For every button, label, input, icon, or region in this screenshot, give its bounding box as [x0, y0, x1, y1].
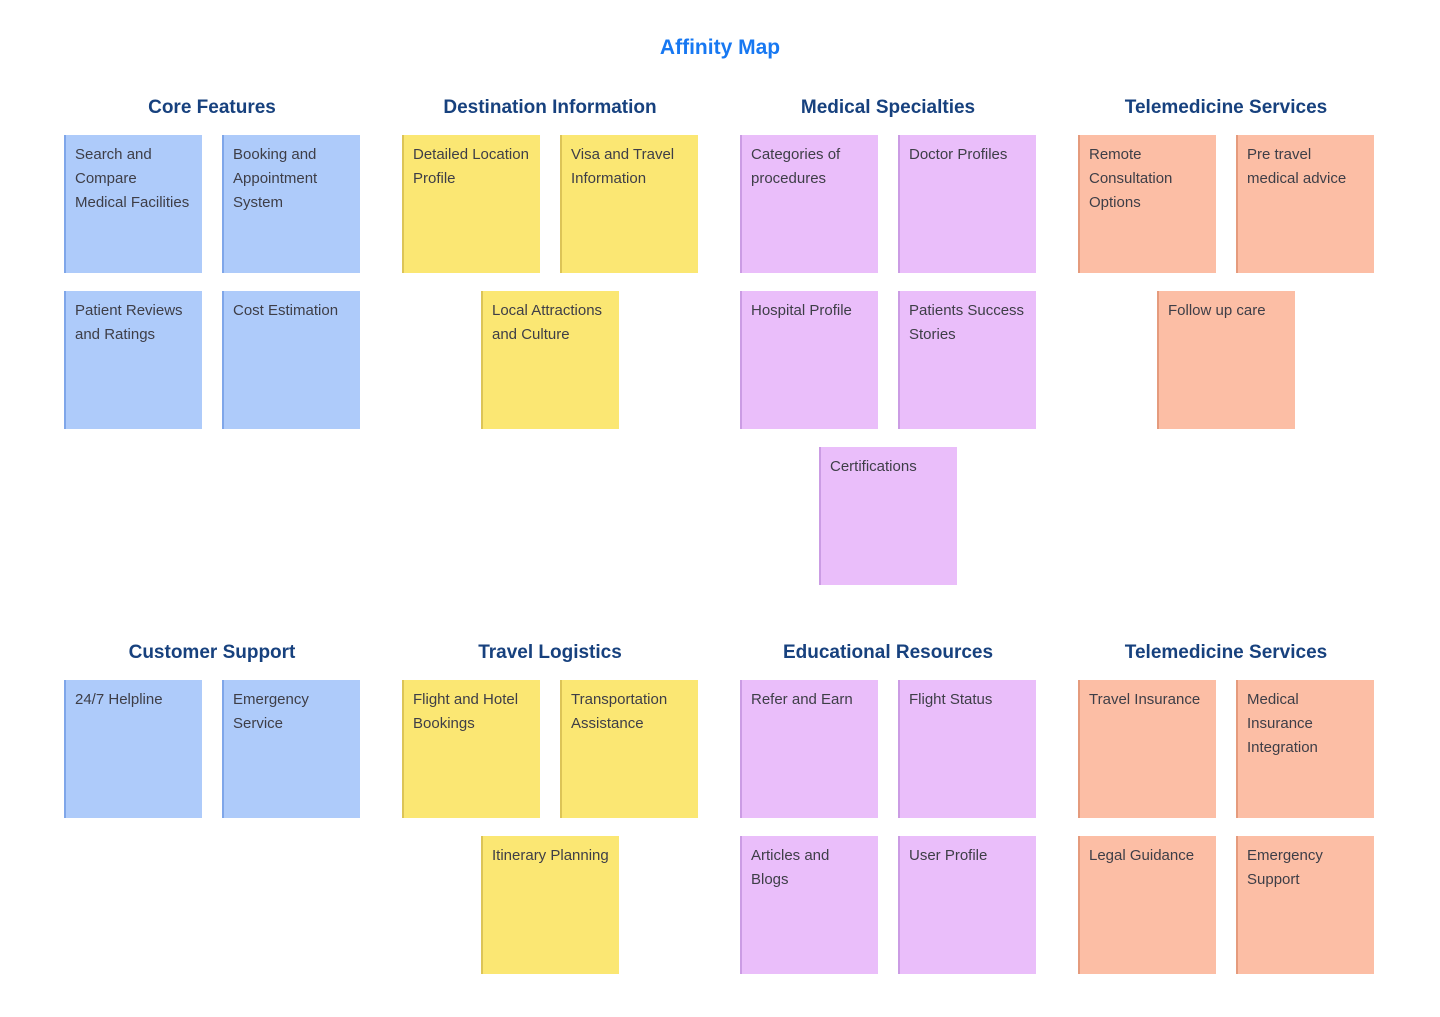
sticky-note-text: Cost Estimation: [233, 302, 339, 319]
sticky-note-text: Pre travel medical advice: [1247, 146, 1347, 187]
group-notes: Remote Consultation Options Pre travel m…: [1078, 135, 1374, 429]
sticky-note[interactable]: Follow up care: [1157, 291, 1295, 429]
sticky-note-text: Booking and Appointment System: [233, 146, 318, 211]
sticky-note-text: Flight Status: [909, 691, 993, 708]
sticky-note[interactable]: Certifications: [819, 447, 957, 585]
sticky-note[interactable]: Emergency Service: [222, 680, 360, 818]
group-notes: Flight and Hotel Bookings Transportation…: [402, 680, 698, 974]
group-title: Telemedicine Services: [1124, 642, 1328, 663]
sticky-note[interactable]: Patients Success Stories: [898, 291, 1036, 429]
sticky-note-text: Emergency Support: [1247, 847, 1323, 888]
affinity-group: Customer Support 24/7 Helpline Emergency…: [64, 641, 360, 818]
sticky-note-text: Transportation Assistance: [571, 691, 668, 732]
sticky-note-text: Local Attractions and Culture: [492, 302, 603, 343]
sticky-note-text: Travel Insurance: [1089, 691, 1201, 708]
sticky-note[interactable]: Flight Status: [898, 680, 1036, 818]
sticky-note-text: Flight and Hotel Bookings: [413, 691, 519, 732]
sticky-note-text: Hospital Profile: [751, 302, 852, 319]
group-title: Telemedicine Services: [1124, 97, 1328, 118]
sticky-note-text: User Profile: [909, 847, 988, 864]
group-notes: Travel Insurance Medical Insurance Integ…: [1078, 680, 1374, 974]
affinity-group: Medical Specialties Categories of proced…: [740, 96, 1036, 585]
sticky-note[interactable]: Categories of procedures: [740, 135, 878, 273]
sticky-note-text: Follow up care: [1168, 302, 1266, 319]
sticky-note-text: Itinerary Planning: [492, 847, 609, 864]
affinity-group: Telemedicine Services Remote Consultatio…: [1078, 96, 1374, 429]
group-notes: Categories of procedures Doctor Profiles…: [740, 135, 1036, 585]
sticky-note-text: Visa and Travel Information: [571, 146, 675, 187]
sticky-note[interactable]: Detailed Location Profile: [402, 135, 540, 273]
sticky-note[interactable]: Flight and Hotel Bookings: [402, 680, 540, 818]
sticky-note[interactable]: Booking and Appointment System: [222, 135, 360, 273]
group-title: Travel Logistics: [478, 642, 622, 663]
group-title: Destination Information: [443, 97, 657, 118]
sticky-note-text: Remote Consultation Options: [1089, 146, 1173, 211]
sticky-note-text: Detailed Location Profile: [413, 146, 529, 187]
sticky-note-text: Patients Success Stories: [909, 302, 1025, 343]
sticky-note-text: Search and Compare Medical Facilities: [75, 146, 190, 211]
sticky-note[interactable]: 24/7 Helpline: [64, 680, 202, 818]
sticky-note[interactable]: Doctor Profiles: [898, 135, 1036, 273]
group-title: Educational Resources: [782, 642, 994, 663]
sticky-note[interactable]: Transportation Assistance: [560, 680, 698, 818]
sticky-note[interactable]: Remote Consultation Options: [1078, 135, 1216, 273]
affinity-group: Telemedicine Services Travel Insurance M…: [1078, 641, 1374, 974]
group-notes: Detailed Location Profile Visa and Trave…: [402, 135, 698, 429]
sticky-note-text: Medical Insurance Integration: [1247, 691, 1318, 756]
sticky-note-text: Articles and Blogs: [751, 847, 830, 888]
sticky-note[interactable]: Pre travel medical advice: [1236, 135, 1374, 273]
sticky-note[interactable]: Local Attractions and Culture: [481, 291, 619, 429]
sticky-note-text: Categories of procedures: [751, 146, 841, 187]
sticky-note[interactable]: Itinerary Planning: [481, 836, 619, 974]
sticky-note-text: Certifications: [830, 458, 917, 475]
sticky-note-text: Doctor Profiles: [909, 146, 1008, 163]
affinity-group: Destination Information Detailed Locatio…: [402, 96, 698, 429]
group-notes: 24/7 Helpline Emergency Service: [64, 680, 360, 818]
sticky-note[interactable]: User Profile: [898, 836, 1036, 974]
groups-container: Core Features Search and Compare Medical…: [0, 96, 1440, 974]
page-title: Affinity Map: [659, 36, 781, 59]
affinity-group: Educational Resources Refer and Earn Fli…: [740, 641, 1036, 974]
group-notes: Refer and Earn Flight Status Articles an…: [740, 680, 1036, 974]
group-title: Customer Support: [128, 642, 296, 663]
group-notes: Search and Compare Medical Facilities Bo…: [64, 135, 360, 429]
groups-row-2: Customer Support 24/7 Helpline Emergency…: [0, 641, 1440, 974]
sticky-note[interactable]: Emergency Support: [1236, 836, 1374, 974]
sticky-note[interactable]: Travel Insurance: [1078, 680, 1216, 818]
sticky-note[interactable]: Articles and Blogs: [740, 836, 878, 974]
sticky-note[interactable]: Cost Estimation: [222, 291, 360, 429]
sticky-note[interactable]: Hospital Profile: [740, 291, 878, 429]
affinity-group: Travel Logistics Flight and Hotel Bookin…: [402, 641, 698, 974]
sticky-note[interactable]: Search and Compare Medical Facilities: [64, 135, 202, 273]
sticky-note[interactable]: Refer and Earn: [740, 680, 878, 818]
affinity-group: Core Features Search and Compare Medical…: [64, 96, 360, 429]
sticky-note-text: Refer and Earn: [751, 691, 853, 708]
sticky-note-text: Emergency Service: [233, 691, 309, 732]
sticky-note[interactable]: Visa and Travel Information: [560, 135, 698, 273]
sticky-note-text: 24/7 Helpline: [75, 691, 163, 708]
sticky-note-text: Patient Reviews and Ratings: [75, 302, 183, 343]
sticky-note[interactable]: Patient Reviews and Ratings: [64, 291, 202, 429]
group-title: Medical Specialties: [800, 97, 976, 118]
sticky-note[interactable]: Legal Guidance: [1078, 836, 1216, 974]
sticky-note[interactable]: Medical Insurance Integration: [1236, 680, 1374, 818]
groups-row-1: Core Features Search and Compare Medical…: [0, 96, 1440, 585]
sticky-note-text: Legal Guidance: [1089, 847, 1195, 864]
group-title: Core Features: [148, 97, 276, 118]
